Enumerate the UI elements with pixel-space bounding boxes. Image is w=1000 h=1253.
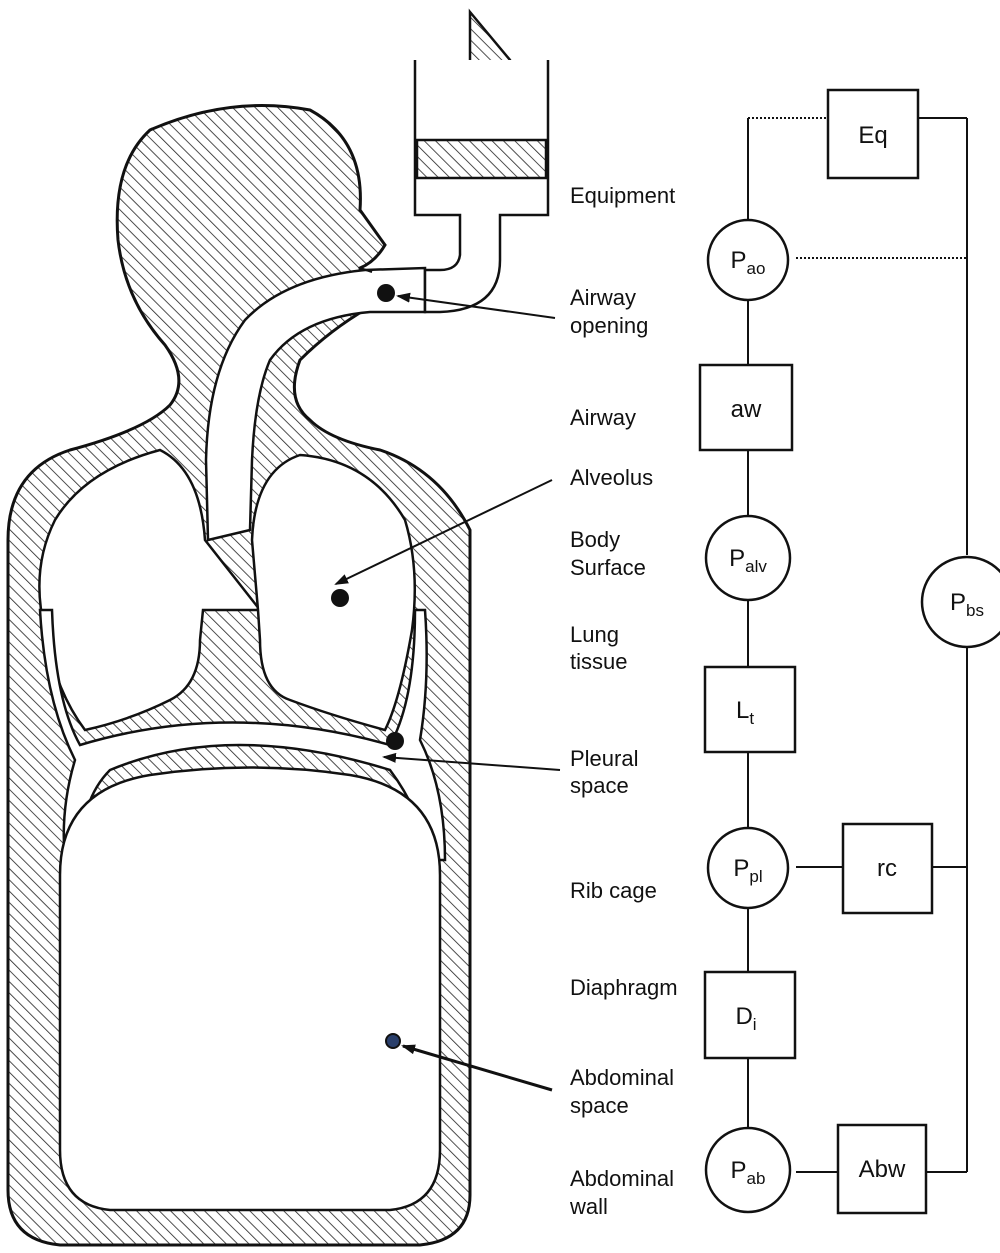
label-lung-tissue-2: tissue bbox=[570, 649, 627, 674]
label-abdominal-space-2: space bbox=[570, 1093, 629, 1118]
label-abdominal-space-1: Abdominal bbox=[570, 1065, 674, 1090]
abw-label: Abw bbox=[859, 1156, 906, 1183]
label-lung-tissue-1: Lung bbox=[570, 622, 619, 647]
label-airway-opening-2: opening bbox=[570, 313, 648, 338]
abdominal-cavity bbox=[60, 768, 440, 1211]
label-body-surface-1: Body bbox=[570, 527, 620, 552]
eq-label: Eq bbox=[858, 122, 887, 149]
label-pleural-space-1: Pleural bbox=[570, 746, 638, 771]
aw-label: aw bbox=[731, 396, 762, 423]
marker-abdominal-space bbox=[386, 1034, 400, 1048]
label-alveolus: Alveolus bbox=[570, 465, 653, 490]
label-pleural-space-2: space bbox=[570, 773, 629, 798]
label-abdominal-wall-1: Abdominal bbox=[570, 1166, 674, 1191]
marker-pleural-space bbox=[386, 732, 404, 750]
label-airway: Airway bbox=[570, 405, 636, 430]
label-abdominal-wall-2: wall bbox=[569, 1194, 608, 1219]
label-diaphragm: Diaphragm bbox=[570, 975, 678, 1000]
rc-label: rc bbox=[877, 855, 897, 882]
marker-alveolus bbox=[331, 589, 349, 607]
label-equipment: Equipment bbox=[570, 183, 675, 208]
plunger-head bbox=[417, 140, 546, 178]
syringe-barrel bbox=[415, 60, 548, 312]
labels: Equipment Airway opening Airway Alveolus… bbox=[569, 183, 678, 1219]
label-rib-cage: Rib cage bbox=[570, 878, 657, 903]
syringe-equipment bbox=[415, 12, 548, 312]
marker-airway-opening bbox=[377, 284, 395, 302]
label-body-surface-2: Surface bbox=[570, 555, 646, 580]
body-silhouette bbox=[8, 106, 470, 1246]
label-airway-opening-1: Airway bbox=[570, 285, 636, 310]
